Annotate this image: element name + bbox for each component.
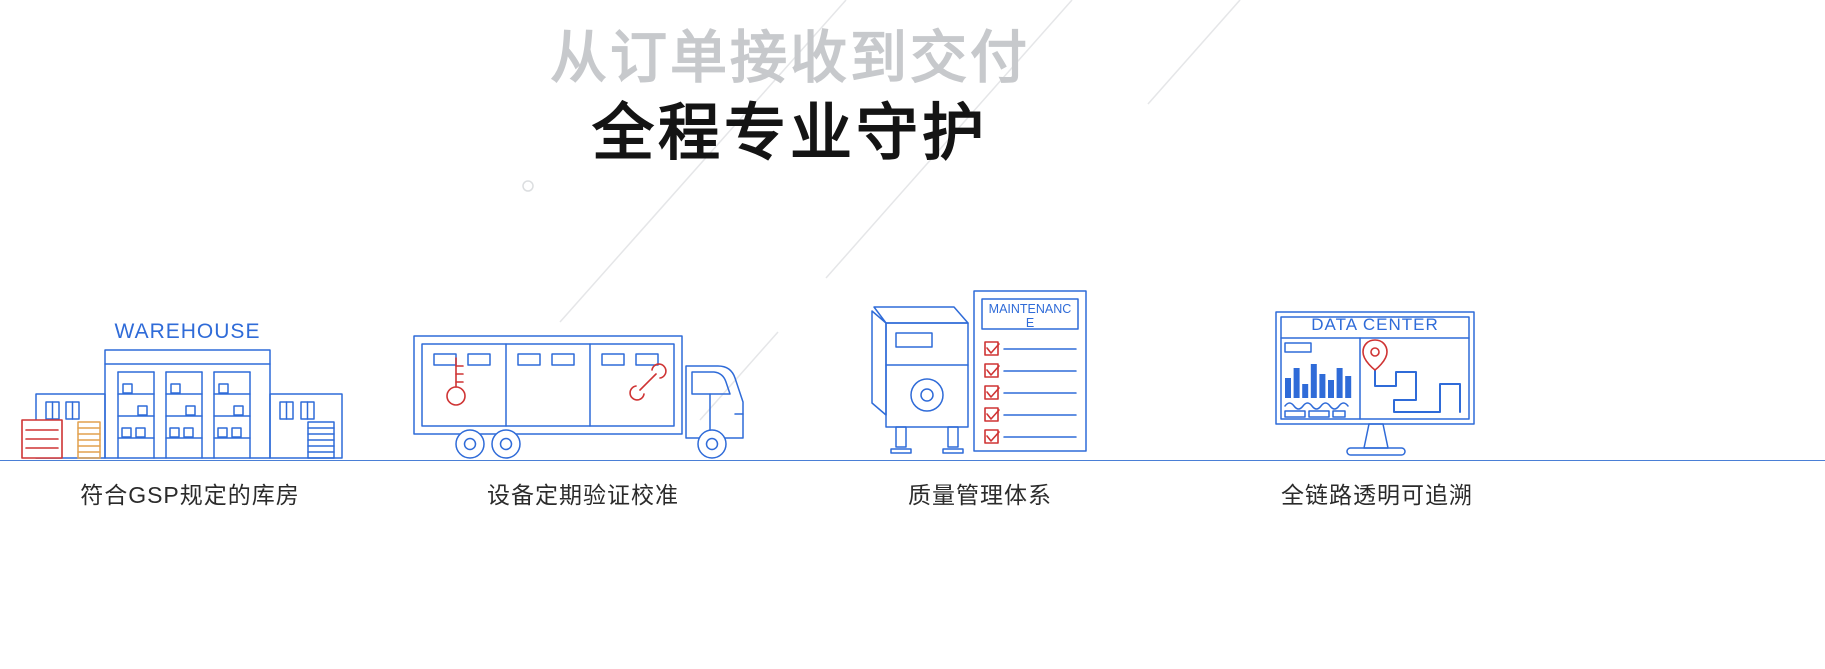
truck-illustration (413, 335, 744, 459)
warehouse-sign-label: WAREHOUSE (114, 320, 261, 343)
checklist-checkboxes (984, 341, 1000, 444)
caption-data-center: 全链路透明可追溯 (1281, 482, 1473, 508)
thermometer-icon (446, 357, 466, 406)
caption-truck: 设备定期验证校准 (487, 482, 679, 508)
warehouse-main-building (104, 349, 271, 459)
hero-heading: 从订单接收到交付 全程专业守护 (0, 26, 1580, 168)
data-center-sign-label: DATA CENTER (1311, 315, 1439, 334)
truck-container (413, 335, 683, 435)
wrench-icon (629, 363, 667, 401)
red-crate-icon (21, 419, 63, 459)
route-path-icon (1374, 369, 1461, 413)
warehouse-shelves (117, 371, 251, 459)
truck-wheels (455, 429, 727, 459)
caption-warehouse: 符合GSP规定的库房 (80, 482, 300, 508)
maintenance-sign-line2: E (1025, 316, 1035, 330)
maintenance-illustration (871, 290, 1087, 454)
dashboard-panel (1284, 342, 1352, 418)
warehouse-right-wing (269, 393, 343, 459)
decoration-circle (522, 180, 534, 192)
feature-truck (408, 330, 758, 460)
maintenance-clipboard (973, 290, 1087, 452)
data-center-illustration (1275, 311, 1475, 456)
warehouse-illustration (21, 349, 343, 459)
roller-door-right (307, 421, 335, 459)
location-pin-icon (1362, 339, 1388, 371)
ground-line (0, 460, 1825, 461)
feature-maintenance: MAINTENANC E (870, 285, 1090, 460)
roller-door-left (77, 421, 101, 459)
feature-warehouse: WAREHOUSE (20, 320, 360, 460)
maintenance-sign-label: MAINTENANC E (982, 302, 1078, 330)
truck-cab (685, 365, 744, 439)
equipment-cabinet (871, 306, 969, 454)
monitor-frame (1275, 311, 1475, 425)
monitor-stand (1346, 423, 1406, 456)
section-subtitle: 全程专业守护 (591, 98, 988, 168)
section-title: 从订单接收到交付 (550, 26, 1030, 90)
trend-line-icon (1284, 402, 1349, 410)
maintenance-sign-line1: MAINTENANC (988, 302, 1072, 316)
feature-data-center: DATA CENTER (1272, 308, 1482, 460)
caption-maintenance: 质量管理体系 (908, 482, 1052, 508)
bar-chart-icon (1285, 364, 1352, 398)
